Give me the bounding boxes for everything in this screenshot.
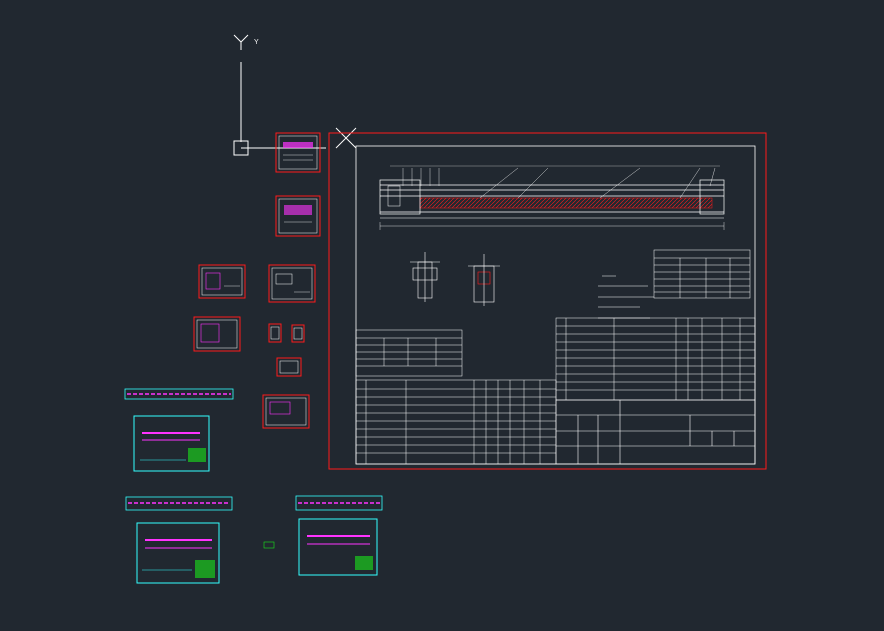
thumbnail-sheet-7[interactable]	[291, 324, 305, 343]
thumbnail-sheet-3[interactable]	[198, 264, 246, 299]
sheet-border	[328, 132, 767, 470]
title-block	[555, 399, 756, 465]
small-green-note[interactable]	[263, 541, 275, 549]
thumbnail-sheet-9[interactable]	[262, 394, 310, 429]
thumbnail-sheet-4[interactable]	[268, 264, 316, 303]
ucs-y-label: Y	[254, 39, 259, 46]
ucs-icon	[233, 34, 326, 156]
cyan-drawing-sheet-1[interactable]	[133, 415, 210, 472]
sheet-inner-frame	[355, 145, 756, 465]
specs-table	[653, 249, 751, 299]
section-view-left	[410, 252, 440, 302]
technical-notes	[598, 275, 654, 319]
conveyor-strip-2[interactable]	[125, 496, 233, 511]
thumbnail-sheet-8[interactable]	[276, 357, 302, 377]
conveyor-strip-3[interactable]	[295, 495, 383, 511]
main-drawing-sheet[interactable]	[328, 132, 767, 470]
cyan-drawing-sheet-2[interactable]	[136, 522, 220, 584]
conveyor-strip-1[interactable]	[124, 388, 234, 400]
thumbnail-sheet-1[interactable]	[275, 132, 321, 173]
crosshair-cursor-icon	[335, 127, 357, 149]
thumbnail-sheet-2[interactable]	[275, 195, 321, 237]
cyan-drawing-sheet-3[interactable]	[298, 518, 378, 576]
parts-list-left	[355, 379, 557, 465]
parts-list-right	[555, 317, 756, 401]
section-view-right	[468, 254, 500, 306]
thumbnail-sheet-5[interactable]	[193, 316, 241, 352]
thumbnail-sheet-6[interactable]	[268, 323, 282, 343]
conveyor-elevation-view	[379, 165, 725, 230]
performance-table	[355, 329, 463, 377]
